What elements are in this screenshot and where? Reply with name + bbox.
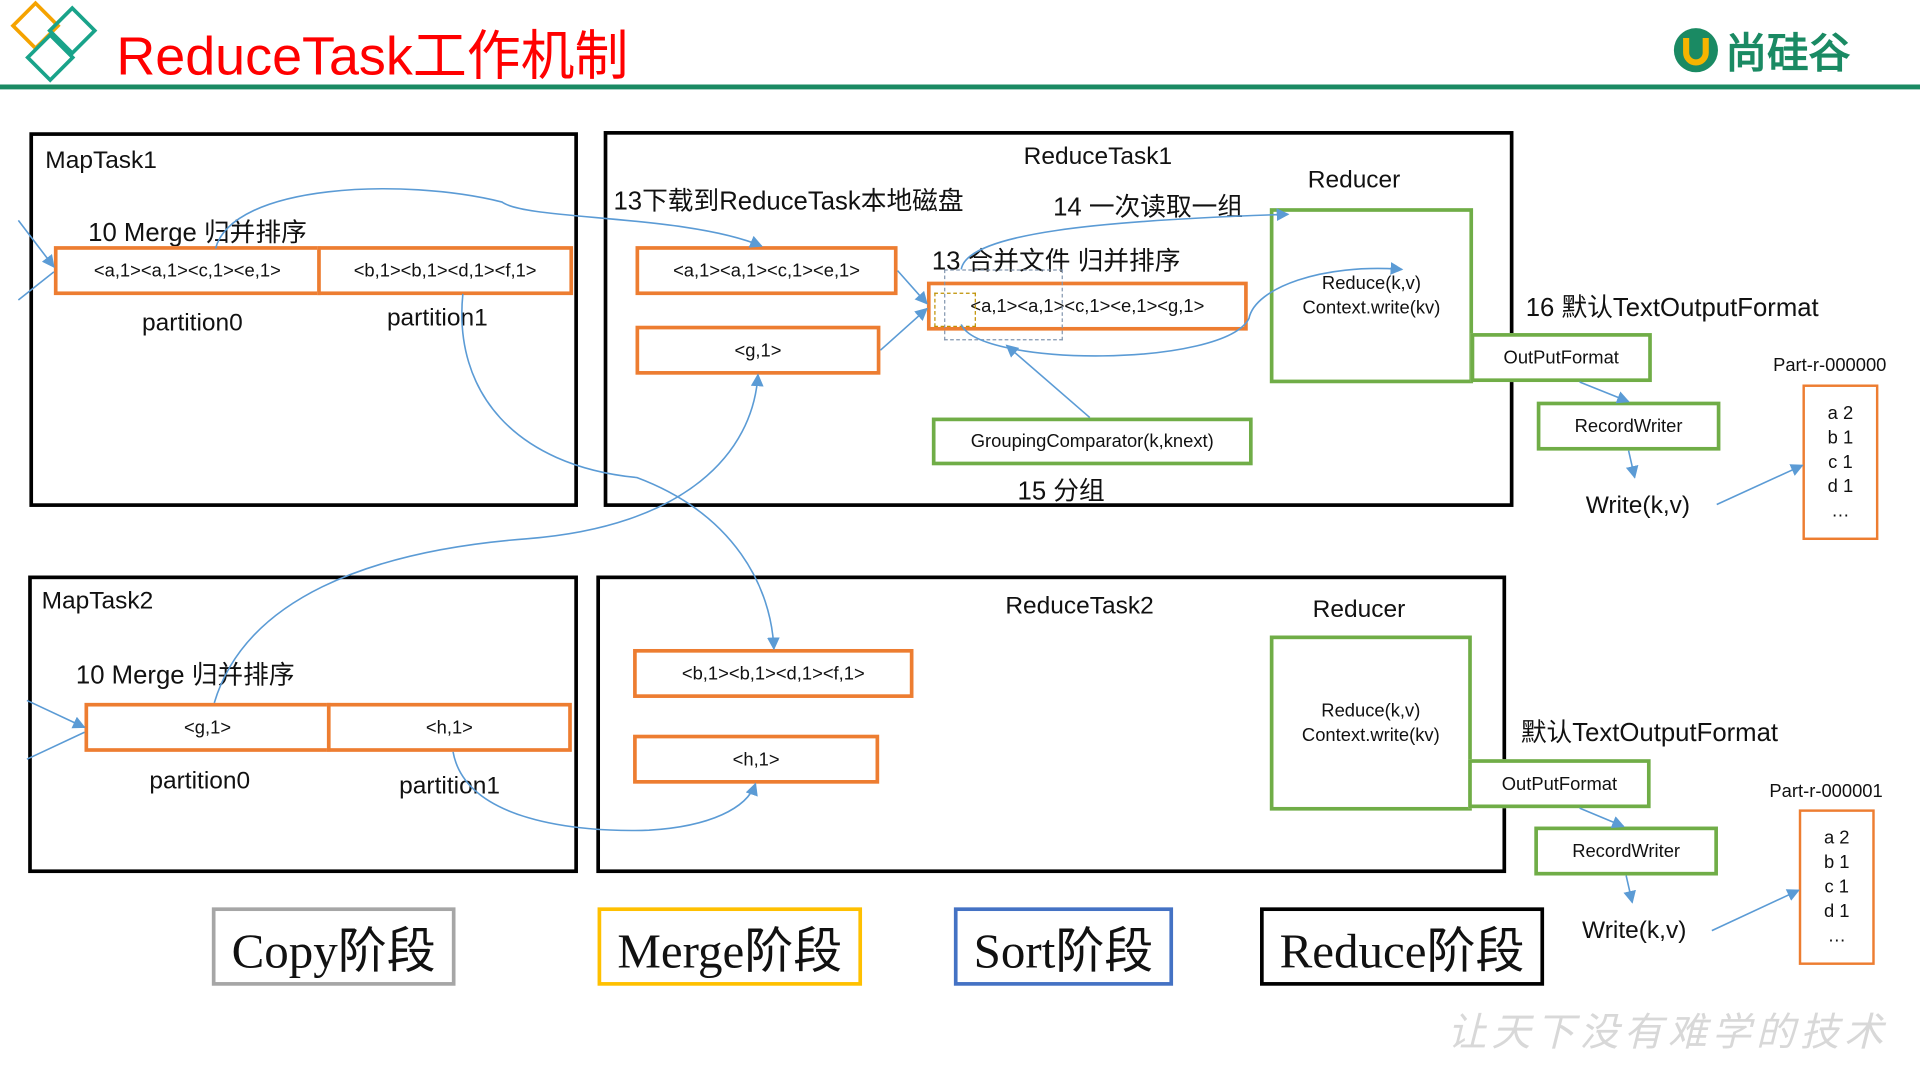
reducetask2-file1-box: <b,1><b,1><d,1><f,1> xyxy=(633,648,914,698)
reducetask1-file1-box: <a,1><a,1><c,1><e,1> xyxy=(635,246,898,296)
decorative-diamonds-icon xyxy=(10,0,98,83)
reducetask2-recordwriter-box: RecordWriter xyxy=(1534,826,1718,876)
slogan: 让天下没有难学的技术 xyxy=(1447,1008,1889,1056)
reducetask1-read-label: 14 一次读取一组 xyxy=(1053,193,1244,222)
part-line: b 1 xyxy=(1823,851,1850,873)
part-line: c 1 xyxy=(1828,451,1853,473)
phase-merge: Merge阶段 xyxy=(597,907,863,986)
arrow-rt1-write-to-part xyxy=(1716,464,1804,506)
reducetask2-reducer-box: Reduce(k,v) Context.write(kv) xyxy=(1269,635,1472,811)
maptask1-partition1-label: partition1 xyxy=(386,304,488,332)
phase-reduce: Reduce阶段 xyxy=(1260,907,1545,986)
maptask1-partition1-box: <b,1><b,1><d,1><f,1> xyxy=(317,246,574,296)
key-highlight xyxy=(934,292,976,327)
part-line: d 1 xyxy=(1827,475,1854,497)
part-line: a 2 xyxy=(1823,827,1850,848)
brand-logo: 尚硅谷 xyxy=(1671,20,1850,80)
reducetask1-write-label: Write(k,v) xyxy=(1585,492,1691,520)
maptask2-partition0-box: <g,1> xyxy=(84,702,331,752)
reducetask1-file2-box: <g,1> xyxy=(635,325,881,375)
reducetask2-partfile-box: a 2 b 1 c 1 d 1 … xyxy=(1798,809,1875,965)
part-line: d 1 xyxy=(1823,900,1850,922)
part-line: c 1 xyxy=(1824,876,1849,897)
reducetask1-recordwriter-box: RecordWriter xyxy=(1536,401,1721,451)
maptask1-title: MapTask1 xyxy=(45,146,157,174)
reducetask2-write-label: Write(k,v) xyxy=(1582,917,1687,945)
maptask1-partition0-label: partition0 xyxy=(142,309,243,337)
part-line: b 1 xyxy=(1827,426,1854,448)
arrow-rt1-rw-to-write xyxy=(1625,450,1639,479)
reducetask1-outputformat-box: OutPutFormat xyxy=(1470,333,1652,383)
brand-name: 尚硅谷 xyxy=(1725,30,1851,78)
maptask1-partition0-box: <a,1><a,1><c,1><e,1> xyxy=(53,246,321,296)
phase-sort: Sort阶段 xyxy=(953,907,1174,986)
reducetask1-group-label: 15 分组 xyxy=(1017,477,1105,506)
arrow-rt2-write-to-part xyxy=(1711,889,1800,932)
part-line: … xyxy=(1831,500,1850,522)
context-write: Context.write(kv) xyxy=(1301,724,1440,746)
reducetask2-title: ReduceTask2 xyxy=(1005,592,1154,620)
context-write: Context.write(kv) xyxy=(1302,296,1441,318)
arrow-rt1-of-to-rw xyxy=(1579,381,1630,404)
arrow-rt2-of-to-rw xyxy=(1579,807,1625,829)
part-line: a 2 xyxy=(1827,402,1854,424)
grouping-comparator-box: GroupingComparator(k,knext) xyxy=(931,417,1253,466)
maptask2-step-label: 10 Merge 归并排序 xyxy=(75,661,295,690)
reducetask1-reducer-label: Reducer xyxy=(1307,166,1401,194)
reducetask2-frame xyxy=(596,575,1507,874)
reducetask1-title: ReduceTask1 xyxy=(1023,143,1173,171)
reducetask1-partfile-box: a 2 b 1 c 1 d 1 … xyxy=(1802,384,1879,541)
phase-copy: Copy阶段 xyxy=(211,907,456,986)
reducetask2-output-label: 默认TextOutputFormat xyxy=(1520,718,1779,747)
maptask1-step-label: 10 Merge 归并排序 xyxy=(88,219,307,248)
reducetask1-reducer-box: Reduce(k,v) Context.write(kv) xyxy=(1269,208,1474,384)
part-line: … xyxy=(1827,925,1846,946)
reducetask2-reducer-label: Reducer xyxy=(1312,596,1406,624)
maptask2-partition1-box: <h,1> xyxy=(326,702,572,752)
u-logo-icon xyxy=(1673,27,1718,72)
header-divider xyxy=(0,84,1920,90)
reducetask1-download-label: 13下载到ReduceTask本地磁盘 xyxy=(613,187,964,216)
page-title: ReduceTask工作机制 xyxy=(116,26,629,87)
reduce-call: Reduce(k,v) xyxy=(1321,272,1421,294)
reducetask1-output-label: 16 默认TextOutputFormat xyxy=(1525,293,1819,323)
arrow-rt2-rw-to-write xyxy=(1623,875,1636,904)
reducetask2-outputformat-box: OutPutFormat xyxy=(1468,759,1651,809)
reducetask2-partfile-label: Part-r-000001 xyxy=(1769,781,1883,803)
reducetask1-partfile-label: Part-r-000000 xyxy=(1773,355,1887,376)
reduce-call: Reduce(k,v) xyxy=(1321,699,1421,721)
reducetask2-file2-box: <h,1> xyxy=(633,734,880,784)
maptask1-frame xyxy=(29,132,578,507)
maptask2-partition1-label: partition1 xyxy=(399,772,500,800)
maptask2-partition0-label: partition0 xyxy=(149,767,251,795)
maptask2-title: MapTask2 xyxy=(41,587,154,615)
